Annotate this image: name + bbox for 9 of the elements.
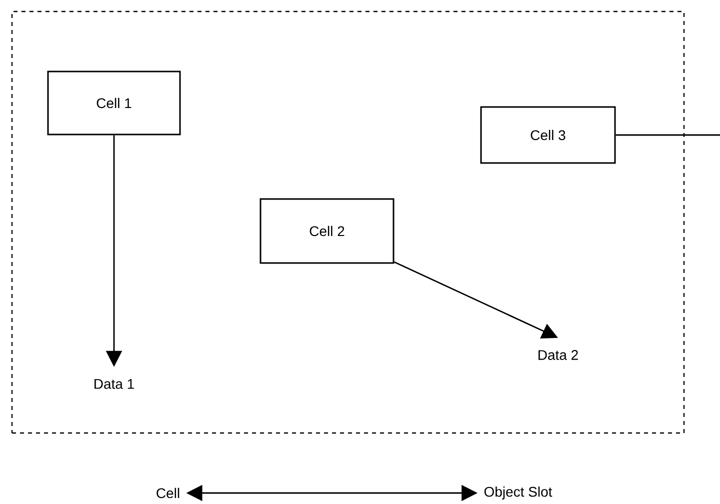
cell-box: Cell 2 — [260, 198, 394, 264]
data-label: Object Slot — [484, 486, 552, 500]
connector-line — [616, 134, 720, 136]
cell-box: Cell 3 — [480, 106, 616, 164]
dashed-region — [11, 10, 685, 434]
data-label: Data 1 — [94, 379, 134, 389]
cell-box: Cell 1 — [47, 70, 181, 136]
data-label: Cell — [156, 488, 180, 498]
data-label: Data 2 — [538, 350, 578, 360]
